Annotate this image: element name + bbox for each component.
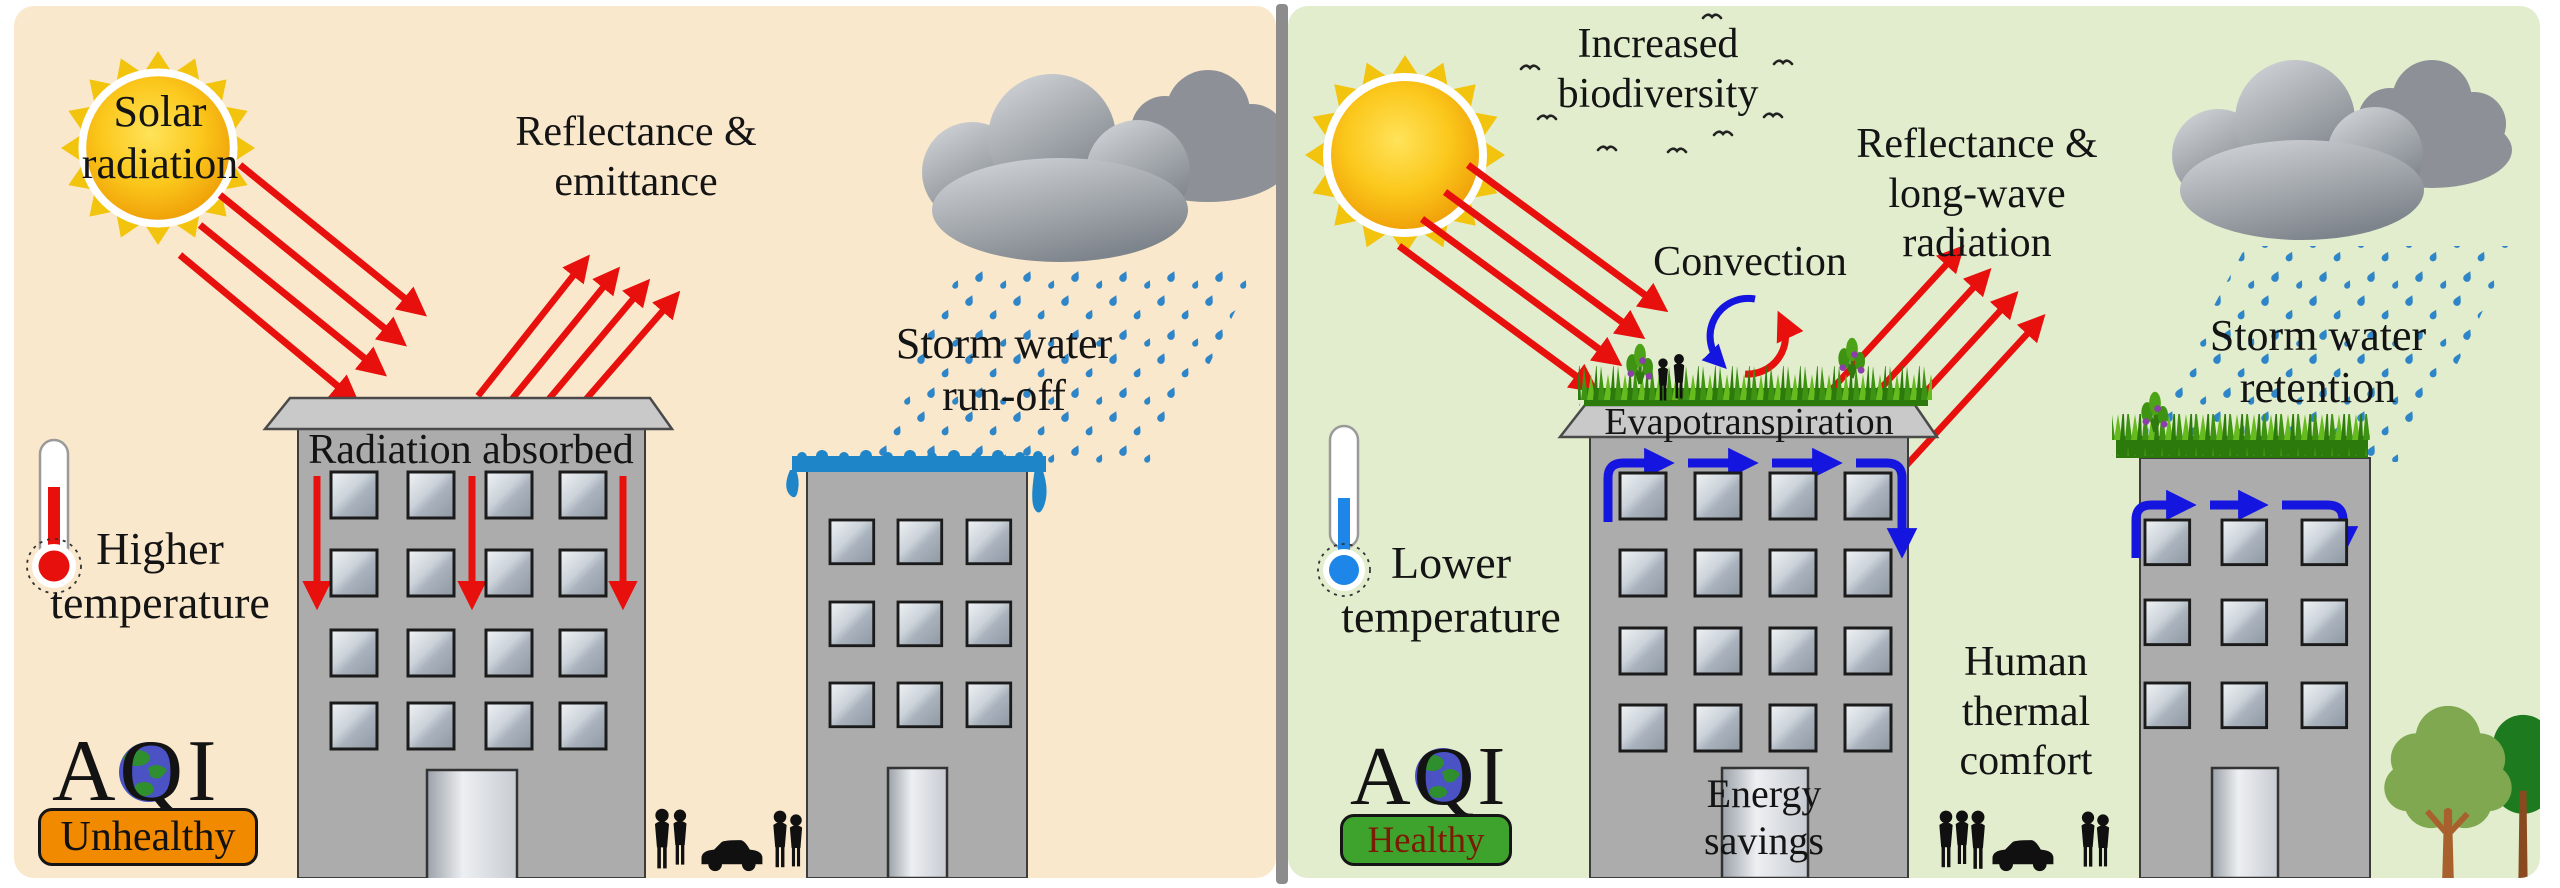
solar-radiation-arrows <box>177 162 427 405</box>
storm-water-runoff-label: Storm water run-off <box>895 319 1113 420</box>
roof-water <box>786 450 1047 513</box>
aqi-status-text: Unhealthy <box>60 814 236 860</box>
evapotranspiration-label: Evapotranspiration <box>1604 401 1894 443</box>
building-door <box>1720 766 1810 878</box>
panel-divider <box>1276 4 1288 884</box>
cool-thermometer-icon <box>1317 424 1371 597</box>
rain-cloud-front-icon <box>922 74 1190 262</box>
retention-roof-building <box>2112 390 2371 878</box>
aqi-acronym: AQI <box>1350 730 1508 823</box>
aqi-status-text: Healthy <box>1367 819 1485 861</box>
convection-label: Convection <box>1653 239 1847 285</box>
building-door <box>425 768 519 878</box>
street-people-and-car <box>1939 810 2110 872</box>
higher-temperature-label: Higher temperature <box>50 523 270 629</box>
absorbed-heat-arrows <box>302 476 638 611</box>
solar-radiation-arrows <box>1396 162 1669 394</box>
street-people-and-car <box>654 808 803 872</box>
globe-icon <box>119 742 179 802</box>
human-thermal-comfort-label: Human thermal comfort <box>1959 639 2093 785</box>
green-roof-vegetation <box>1578 336 1932 406</box>
building-door <box>886 766 949 878</box>
hot-thermometer-icon <box>26 438 82 594</box>
aqi-acronym: AQI <box>52 723 220 820</box>
solar-radiation-label: Solar radiation <box>81 87 239 188</box>
aqi-mark-right: AQI <box>1350 730 1508 823</box>
green-roof-vegetation <box>2112 390 2370 458</box>
aqi-mark-left: AQI <box>52 723 220 820</box>
rainfall <box>852 268 1256 466</box>
building-door <box>2210 766 2280 878</box>
energy-savings-label: Energy savings <box>1704 771 1824 864</box>
building-windows <box>2143 518 2349 730</box>
rain-cloud-front-icon <box>2172 60 2424 240</box>
rainfall <box>2130 246 2514 462</box>
building-windows <box>828 518 1013 729</box>
increased-biodiversity-label: Increased biodiversity <box>1557 21 1759 117</box>
reflectance-longwave-label: Reflectance & long-wave radiation <box>1856 121 2098 267</box>
aqi-status-badge-unhealthy: Unhealthy <box>38 808 258 866</box>
roof-ledge <box>262 396 675 431</box>
cool-air-arrows <box>1603 447 1918 559</box>
lower-temperature-label: Lower temperature <box>1341 537 1561 643</box>
storm-water-retention-label: Storm water retention <box>2209 311 2427 412</box>
convection-loop-icon <box>1701 294 1804 378</box>
trees-icon <box>2384 705 2540 878</box>
globe-icon <box>1415 748 1471 804</box>
conventional-building <box>262 396 675 878</box>
reflectance-emittance-label: Reflectance & emittance <box>515 109 757 205</box>
green-roof-building <box>1557 336 1940 878</box>
radiation-absorbed-label: Radiation absorbed <box>308 427 634 473</box>
sun-icon <box>1305 55 1505 255</box>
aqi-status-badge-healthy: Healthy <box>1340 814 1512 866</box>
flat-roof-building <box>786 450 1047 878</box>
reflectance-arrows <box>475 254 681 423</box>
